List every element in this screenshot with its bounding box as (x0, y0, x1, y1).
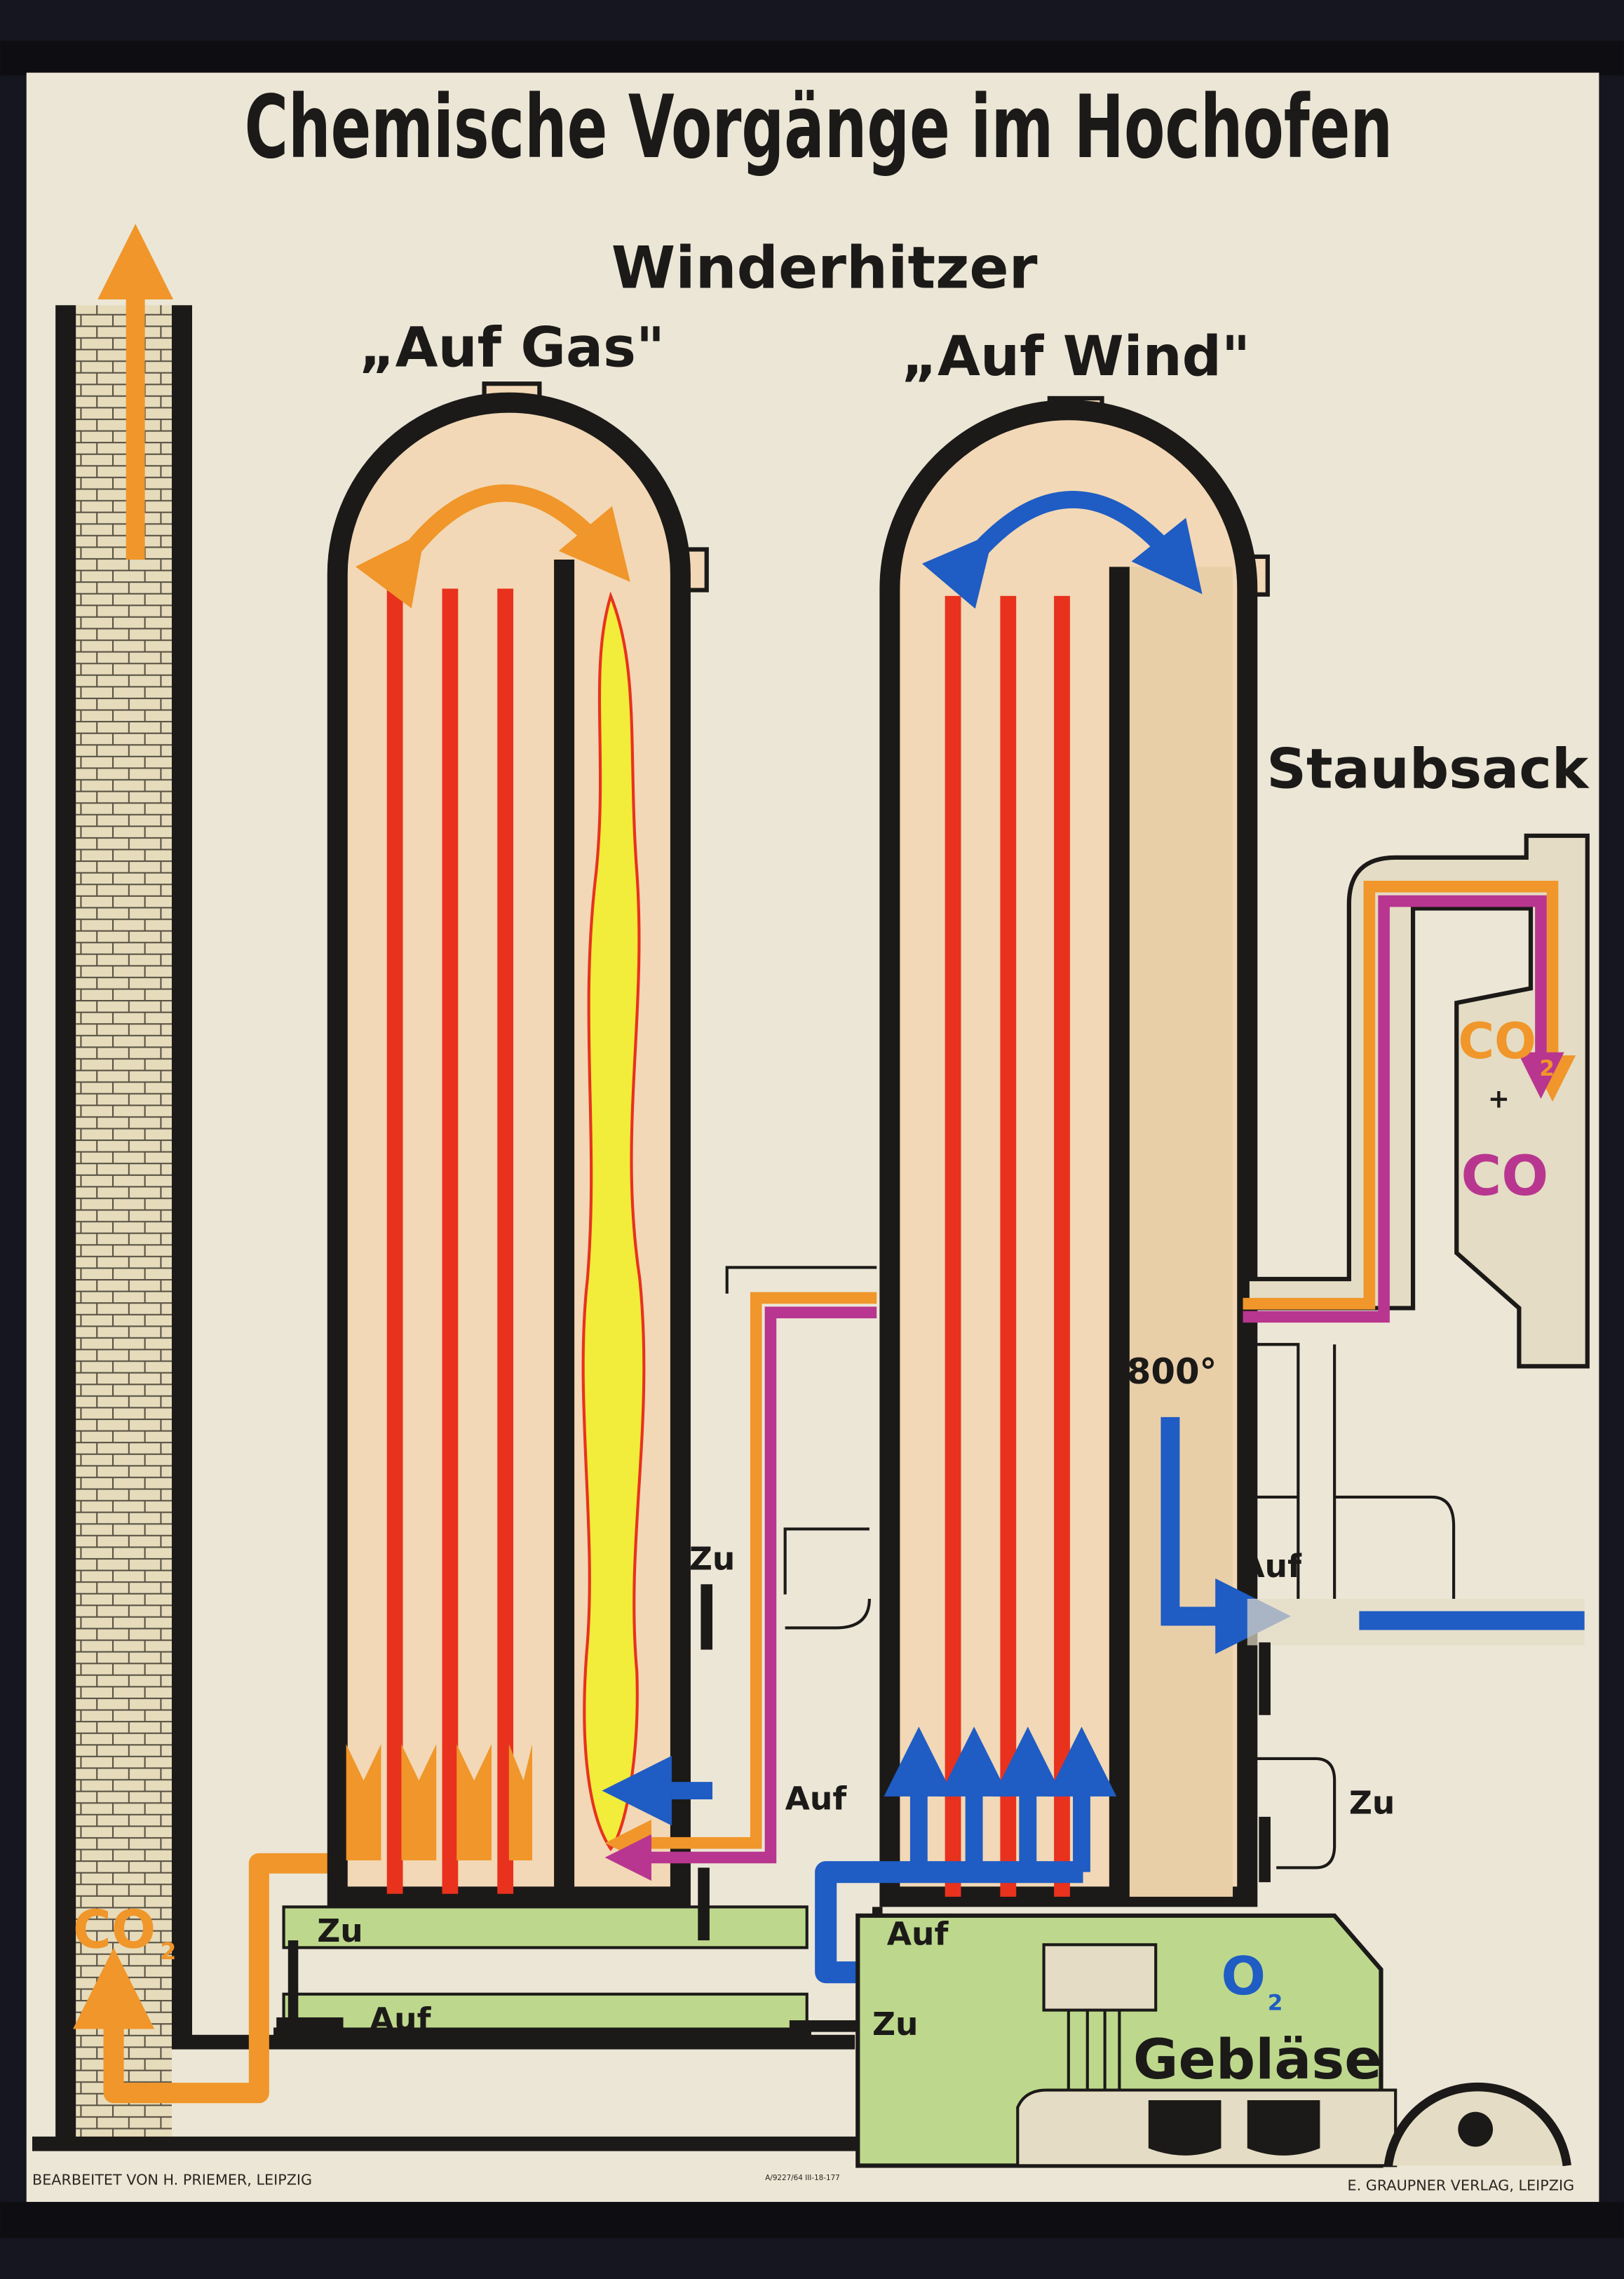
plus-sign: + (1488, 1083, 1510, 1114)
co2-gas-feed-arrow-icon (604, 1292, 877, 1867)
valve-zu-stove2[interactable] (1259, 1816, 1271, 1883)
label-auf-blower: Auf (887, 1915, 949, 1952)
co-label: CO (1461, 1144, 1548, 1208)
co2-label: CO (1458, 1013, 1536, 1070)
o2-label: O (1221, 1946, 1265, 2007)
stove-wind-label: „Auf Wind" (901, 324, 1250, 388)
temperature-label: 800° (1127, 1351, 1217, 1392)
subtitle: Winderhitzer (611, 234, 1038, 302)
wind-circulation-arrow-icon (921, 491, 1203, 609)
publisher-text: E. GRAUPNER VERLAG, LEIPZIG (1348, 2177, 1575, 2194)
label-zu-stove1: Zu (689, 1541, 735, 1578)
valve-auf-hotwind[interactable] (1259, 1642, 1271, 1715)
gas-circulation-arrow-icon (355, 484, 630, 609)
label-auf-hotwind: Auf (1240, 1548, 1302, 1585)
label-zu-stove2: Zu (1349, 1785, 1395, 1822)
blower (855, 1913, 1571, 2168)
credit-text: BEARBEITET VON H. PRIEMER, LEIPZIG (32, 2171, 312, 2188)
o2-subscript: 2 (1268, 1991, 1283, 2016)
blower-label: Gebläse (1133, 2027, 1382, 2092)
valve-auf-stove1[interactable] (676, 1715, 688, 1759)
heat-stripes (386, 588, 514, 1894)
stove-gas-label: „Auf Gas" (359, 315, 665, 379)
label-auf-stove1: Auf (785, 1780, 848, 1818)
label-auf-duct: Auf (370, 2001, 432, 2038)
dust-catcher-label: Staubsack (1266, 736, 1590, 801)
gas-ducts (273, 1905, 860, 2040)
chimney-co2-label: CO (73, 1899, 156, 1960)
piping-lines (783, 1343, 1456, 1869)
paper (26, 72, 1599, 2203)
dust-catcher (1243, 833, 1590, 1369)
stove-auf-gas (327, 381, 709, 1907)
flame-crowns-icon (346, 1744, 533, 1861)
stove-auf-wind (879, 395, 1270, 1907)
hot-wind-out-arrow-icon (1161, 1416, 1291, 1654)
label-zu-blower: Zu (872, 2006, 919, 2043)
chimney-co2-subscript: 2 (160, 1938, 176, 1965)
page-title: Chemische Vorgänge im Hochofen (245, 77, 1393, 178)
valve-zu-duct[interactable] (287, 1940, 299, 2028)
cold-wind-up-arrows-icon (884, 1726, 1117, 1872)
valve-zu-stove1[interactable] (701, 1584, 713, 1650)
label-zu-duct: Zu (317, 1912, 363, 1949)
co-gas-feed-arrow-icon (604, 1306, 877, 1881)
print-code: A/9227/64 III-18-177 (765, 2174, 840, 2182)
co2-subscript: 2 (1539, 1056, 1555, 1081)
hanging-rod-bottom (0, 2202, 1624, 2238)
hanging-rod-top (0, 41, 1624, 76)
